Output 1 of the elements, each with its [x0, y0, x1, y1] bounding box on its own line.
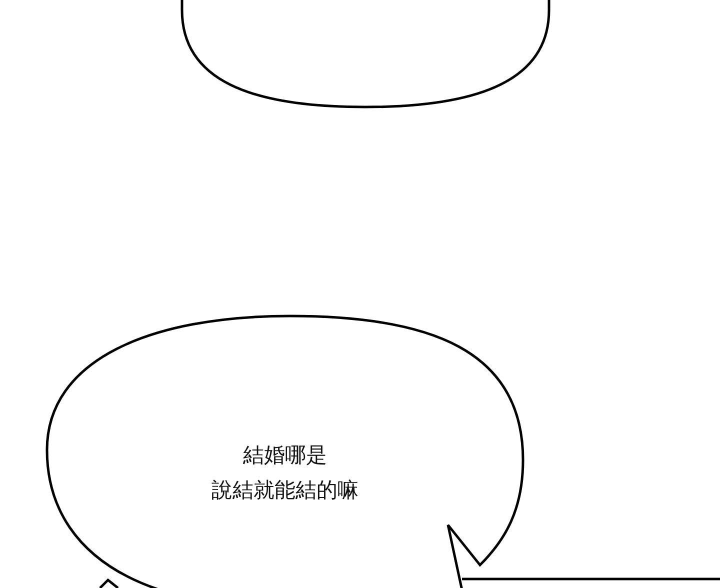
- speech-text: 結婚哪是說結就能結的嘛: [212, 443, 358, 502]
